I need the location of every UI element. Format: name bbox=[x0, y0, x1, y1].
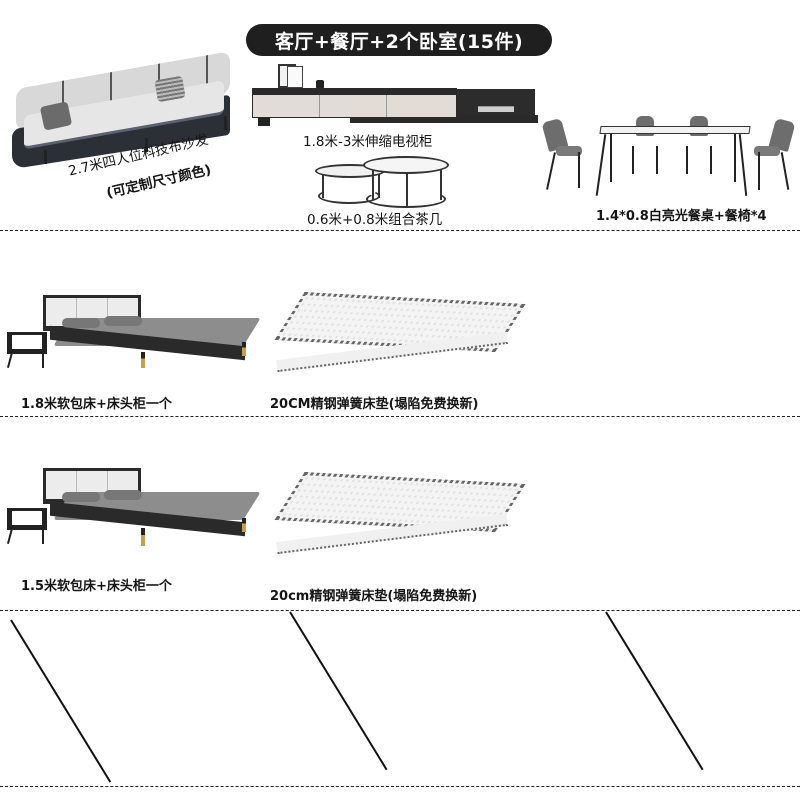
mattress-label-1: 20CM精钢弹簧床垫(塌陷免费换新) bbox=[270, 397, 479, 412]
bed-label-1: 1.8米软包床+床头柜一个 bbox=[21, 397, 172, 412]
row-divider bbox=[0, 230, 800, 231]
tv-cabinet-label: 1.8米-3米伸缩电视柜 bbox=[303, 134, 433, 150]
row-divider bbox=[0, 416, 800, 417]
package-title-text: 客厅+餐厅+2个卧室(15件) bbox=[274, 30, 524, 53]
package-title: 客厅+餐厅+2个卧室(15件) bbox=[246, 24, 552, 56]
empty-slot-slash-icon bbox=[605, 611, 704, 771]
empty-slot-slash-icon bbox=[10, 619, 112, 783]
row-divider bbox=[0, 610, 800, 611]
coffee-table-label: 0.6米+0.8米组合茶几 bbox=[307, 212, 443, 228]
row-divider bbox=[0, 786, 800, 787]
mattress-label-2: 20cm精钢弹簧床垫(塌陷免费换新) bbox=[270, 589, 478, 604]
bed-label-2: 1.5米软包床+床头柜一个 bbox=[21, 579, 172, 594]
empty-slot-slash-icon bbox=[289, 611, 388, 771]
dining-set-label: 1.4*0.8白亮光餐桌+餐椅*4 bbox=[596, 209, 767, 224]
